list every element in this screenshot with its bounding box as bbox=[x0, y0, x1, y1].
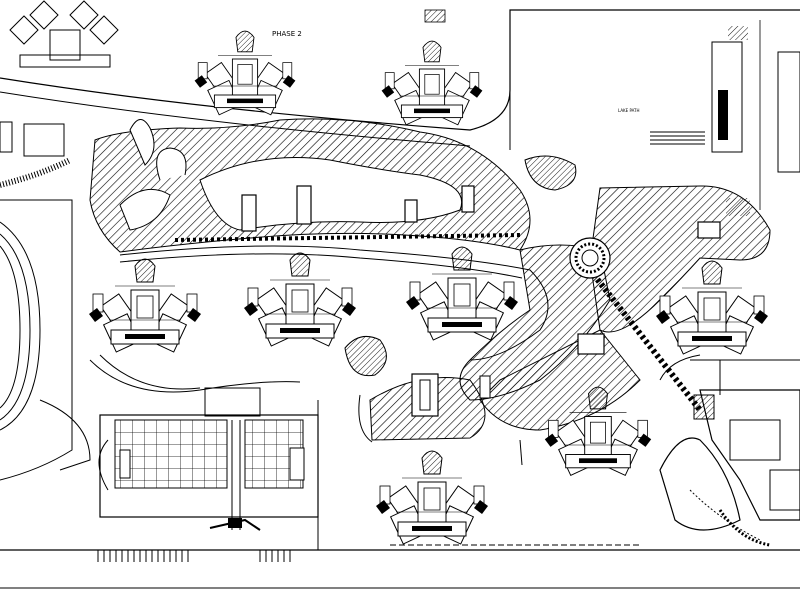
small-note: LAKE PATH bbox=[618, 108, 640, 113]
tennis-court-left bbox=[114, 419, 228, 489]
running-track bbox=[0, 199, 73, 481]
top-left-building bbox=[9, 0, 119, 68]
clubhouse-curve bbox=[659, 437, 741, 531]
landscape-zone-east bbox=[589, 185, 771, 333]
clubhouse-building bbox=[699, 389, 800, 521]
phase-label: PHASE 2 bbox=[272, 30, 302, 38]
